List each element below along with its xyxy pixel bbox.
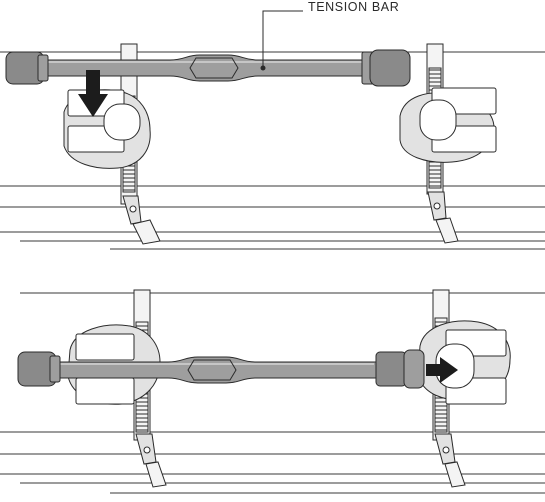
right-clamp-bottom	[417, 320, 511, 405]
top-panel	[0, 10, 545, 250]
right-clamp-top	[399, 87, 497, 163]
bottom-panel	[0, 289, 545, 494]
down-arrow-icon	[78, 70, 108, 117]
tension-bar-bottom	[17, 349, 425, 389]
right-arrow-icon	[426, 357, 458, 383]
tension-bar-top	[5, 49, 411, 87]
top-rails	[0, 51, 545, 250]
tension-bar-label: TENSION BAR	[308, 0, 400, 14]
callout-leader-line	[262, 10, 303, 66]
callout-dot	[260, 65, 266, 71]
left-clamp-top	[63, 89, 151, 169]
